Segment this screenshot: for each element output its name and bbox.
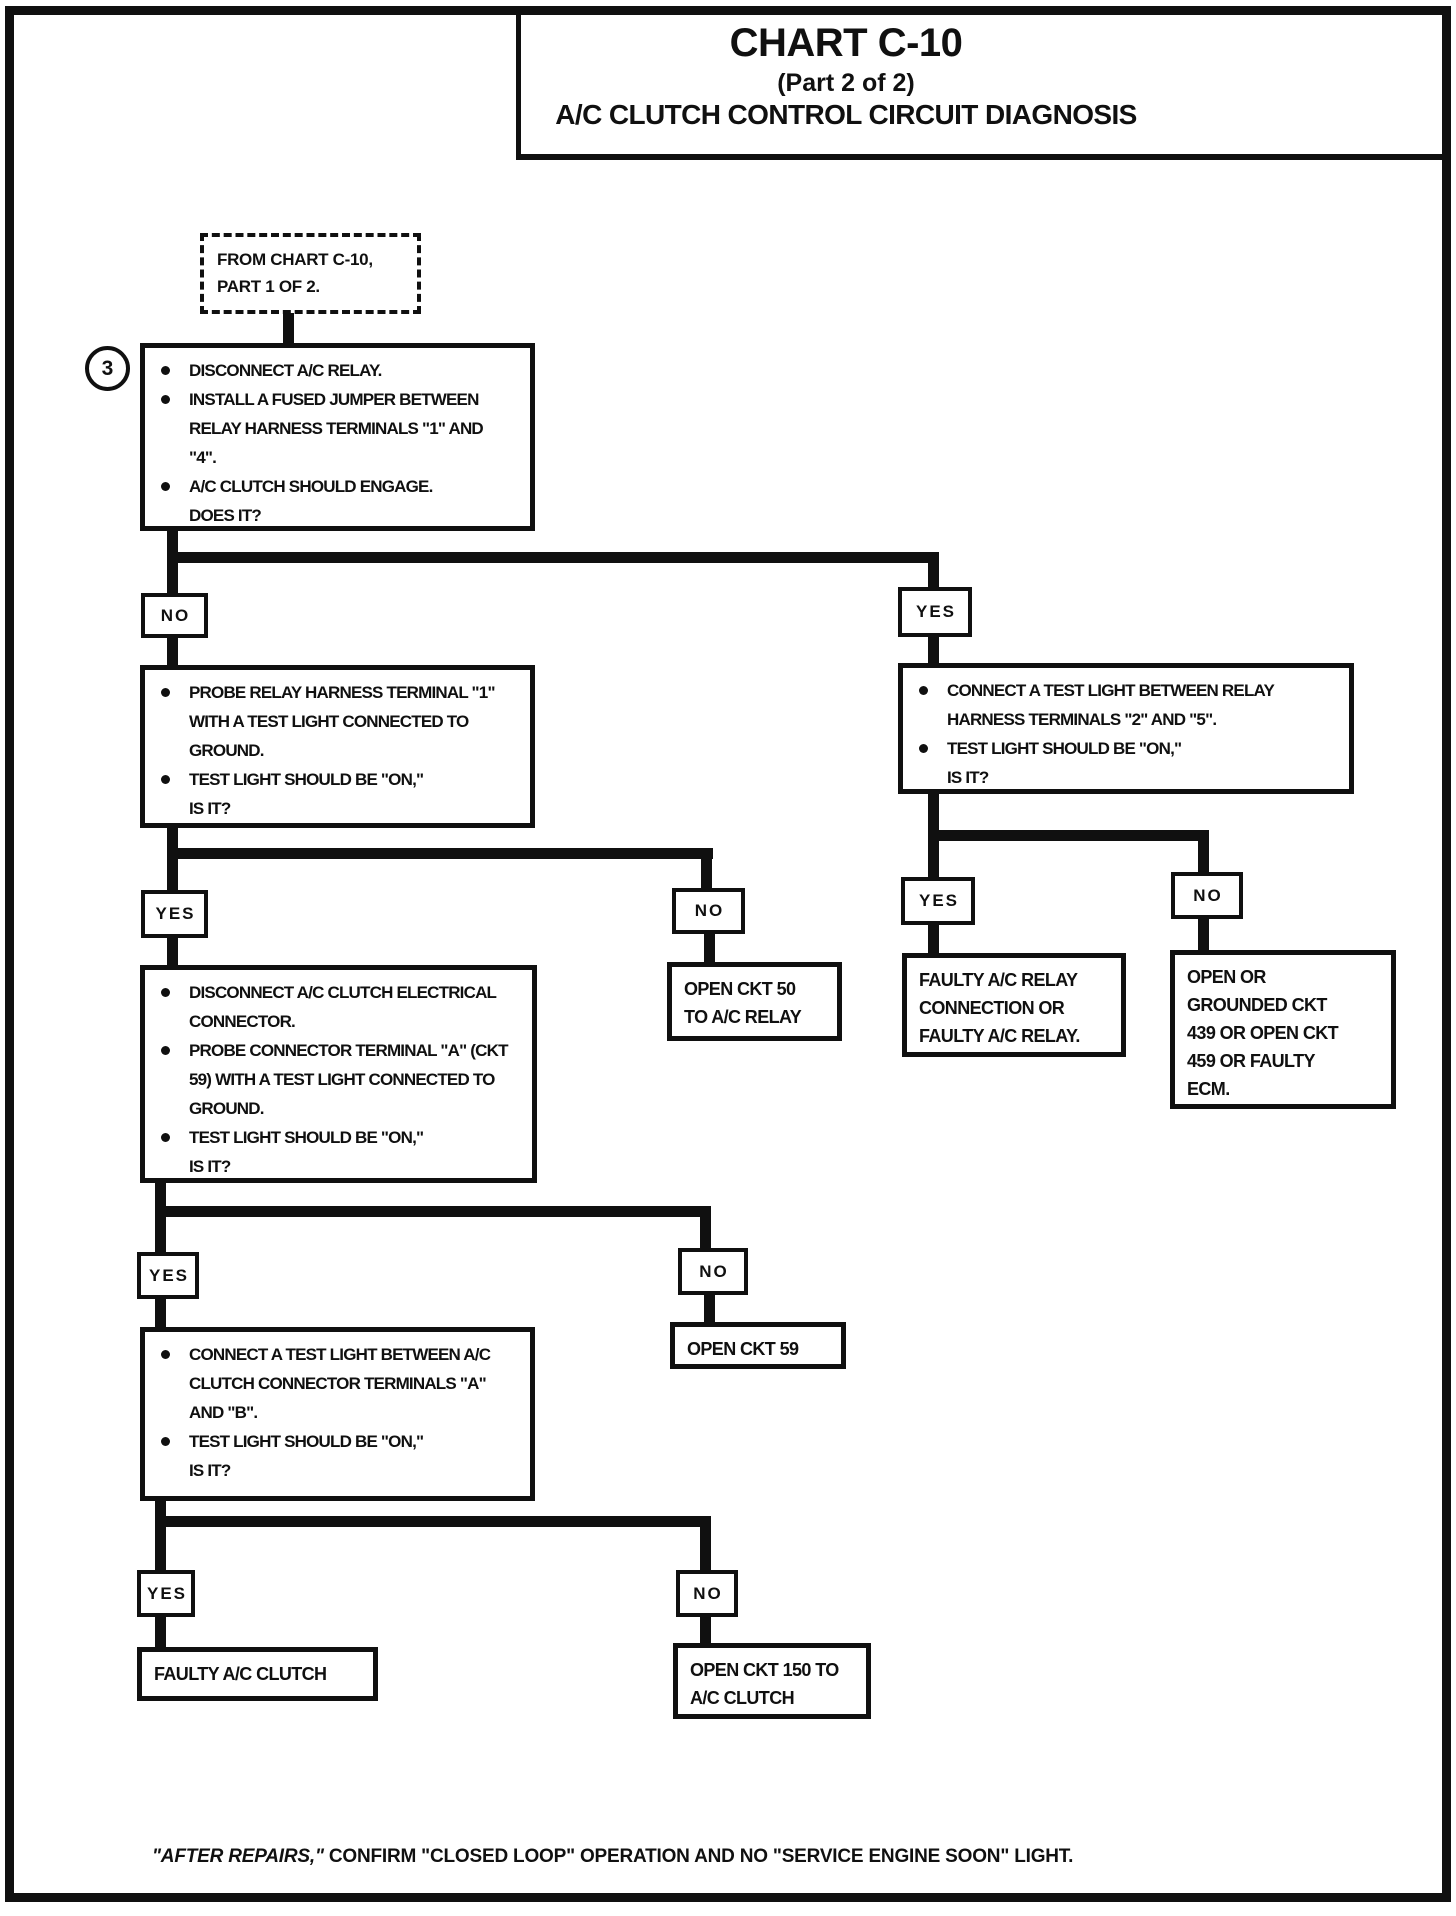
connector-line bbox=[928, 830, 1209, 841]
connector-line bbox=[283, 313, 294, 345]
bullet-icon bbox=[161, 688, 170, 697]
outcome-text: OPEN CKT 59 bbox=[687, 1339, 799, 1359]
bullet-item: A/C CLUTCH SHOULD ENGAGE. DOES IT? bbox=[145, 472, 530, 526]
connector-line bbox=[167, 552, 939, 563]
bullet-icon bbox=[161, 1046, 170, 1055]
branch-label-no-2: NO bbox=[672, 888, 745, 934]
title-block: CHART C-10 (Part 2 of 2) A/C CLUTCH CONT… bbox=[516, 6, 1451, 160]
bullet-text: PROBE RELAY HARNESS TERMINAL "1" WITH A … bbox=[189, 683, 496, 760]
connector-line bbox=[155, 1299, 166, 1328]
bullet-icon bbox=[161, 1133, 170, 1142]
branch-label-yes-1: YES bbox=[898, 587, 972, 637]
bullet-item: CONNECT A TEST LIGHT BETWEEN RELAY HARNE… bbox=[903, 676, 1349, 734]
bullet-text: TEST LIGHT SHOULD BE "ON," IS IT? bbox=[189, 1432, 424, 1480]
outcome-text: FAULTY A/C RELAY CONNECTION OR FAULTY A/… bbox=[919, 970, 1080, 1046]
outcome-text: OPEN CKT 150 TO A/C CLUTCH bbox=[690, 1660, 839, 1708]
bullet-item: DISCONNECT A/C RELAY. bbox=[145, 356, 530, 385]
connector-line bbox=[1198, 919, 1209, 951]
branch-label-yes-2: YES bbox=[141, 890, 208, 938]
connector-line bbox=[704, 1295, 715, 1323]
bullet-item: DISCONNECT A/C CLUTCH ELECTRICAL CONNECT… bbox=[145, 978, 532, 1036]
footer-note-italic: "AFTER REPAIRS," bbox=[152, 1846, 324, 1867]
connector-line bbox=[167, 638, 178, 667]
bullet-item: TEST LIGHT SHOULD BE "ON," IS IT? bbox=[145, 765, 530, 823]
bullet-icon bbox=[161, 988, 170, 997]
outcome-open-ckt-59: OPEN CKT 59 bbox=[670, 1322, 846, 1369]
connector-line bbox=[155, 1617, 166, 1648]
branch-label-no-5: NO bbox=[676, 1570, 738, 1617]
bullet-item: INSTALL A FUSED JUMPER BETWEEN RELAY HAR… bbox=[145, 385, 530, 472]
bullet-item: TEST LIGHT SHOULD BE "ON," IS IT? bbox=[903, 734, 1349, 789]
bullet-text: TEST LIGHT SHOULD BE "ON," IS IT? bbox=[189, 770, 424, 818]
branch-label-no-3: NO bbox=[1171, 872, 1243, 919]
outcome-text: OPEN OR GROUNDED CKT 439 OR OPEN CKT 459… bbox=[1187, 967, 1339, 1099]
bullet-icon bbox=[161, 366, 170, 375]
start-node-label: FROM CHART C-10, PART 1 OF 2. bbox=[217, 250, 373, 296]
connector-line bbox=[700, 1206, 711, 1249]
connector-line bbox=[155, 1516, 711, 1527]
outcome-open-ckt-150: OPEN CKT 150 TO A/C CLUTCH bbox=[673, 1643, 871, 1719]
bullet-icon bbox=[919, 686, 928, 695]
connector-line bbox=[701, 848, 712, 889]
outcome-text: OPEN CKT 50 TO A/C RELAY bbox=[684, 979, 802, 1027]
page-border bbox=[5, 6, 1451, 1902]
connector-line bbox=[1198, 830, 1209, 873]
bullet-icon bbox=[161, 1437, 170, 1446]
branch-label-yes-5: YES bbox=[137, 1570, 195, 1617]
connector-line bbox=[928, 925, 939, 954]
bullet-icon bbox=[161, 1350, 170, 1359]
bullet-text: DISCONNECT A/C CLUTCH ELECTRICAL CONNECT… bbox=[189, 983, 497, 1031]
bullet-item: PROBE CONNECTOR TERMINAL "A" (CKT 59) WI… bbox=[145, 1036, 532, 1123]
bullet-text: DISCONNECT A/C RELAY. bbox=[189, 361, 382, 380]
branch-label-no-4: NO bbox=[678, 1248, 748, 1295]
step-number-marker: 3 bbox=[85, 346, 130, 391]
connector-line bbox=[700, 1617, 711, 1644]
connector-line bbox=[704, 934, 715, 963]
footer-note: "AFTER REPAIRS," CONFIRM "CLOSED LOOP" O… bbox=[152, 1846, 1073, 1868]
connector-line bbox=[167, 827, 178, 891]
chart-part-label: (Part 2 of 2) bbox=[777, 69, 915, 97]
connector-line bbox=[928, 552, 939, 589]
footer-note-rest: CONFIRM "CLOSED LOOP" OPERATION AND NO "… bbox=[323, 1846, 1074, 1867]
bullet-text: A/C CLUTCH SHOULD ENGAGE. DOES IT? bbox=[189, 477, 433, 525]
outcome-open-grounded-ckt: OPEN OR GROUNDED CKT 439 OR OPEN CKT 459… bbox=[1170, 950, 1396, 1109]
connector-line bbox=[700, 1516, 711, 1571]
connector-line bbox=[928, 637, 939, 664]
branch-label-yes-3: YES bbox=[901, 877, 975, 925]
outcome-faulty-relay: FAULTY A/C RELAY CONNECTION OR FAULTY A/… bbox=[902, 953, 1126, 1057]
chart-title: CHART C-10 bbox=[729, 21, 963, 65]
bullet-text: INSTALL A FUSED JUMPER BETWEEN RELAY HAR… bbox=[189, 390, 484, 467]
bullet-text: TEST LIGHT SHOULD BE "ON," IS IT? bbox=[189, 1128, 424, 1176]
bullet-item: TEST LIGHT SHOULD BE "ON," IS IT? bbox=[145, 1123, 532, 1178]
decision-probe-connector-terminal-a: DISCONNECT A/C CLUTCH ELECTRICAL CONNECT… bbox=[140, 965, 537, 1183]
bullet-text: CONNECT A TEST LIGHT BETWEEN RELAY HARNE… bbox=[947, 681, 1275, 729]
outcome-faulty-clutch: FAULTY A/C CLUTCH bbox=[137, 1647, 378, 1701]
bullet-item: CONNECT A TEST LIGHT BETWEEN A/C CLUTCH … bbox=[145, 1340, 530, 1427]
bullet-icon bbox=[161, 395, 170, 404]
bullet-icon bbox=[919, 744, 928, 753]
decision-relay-test-light-2-5: CONNECT A TEST LIGHT BETWEEN RELAY HARNE… bbox=[898, 663, 1354, 794]
connector-line bbox=[167, 848, 713, 859]
bullet-text: TEST LIGHT SHOULD BE "ON," IS IT? bbox=[947, 739, 1182, 787]
decision-jumper-test: DISCONNECT A/C RELAY. INSTALL A FUSED JU… bbox=[140, 343, 535, 531]
decision-clutch-test-light-a-b: CONNECT A TEST LIGHT BETWEEN A/C CLUTCH … bbox=[140, 1327, 535, 1501]
decision-probe-relay-terminal-1: PROBE RELAY HARNESS TERMINAL "1" WITH A … bbox=[140, 665, 535, 828]
bullet-item: PROBE RELAY HARNESS TERMINAL "1" WITH A … bbox=[145, 678, 530, 765]
chart-subtitle: A/C CLUTCH CONTROL CIRCUIT DIAGNOSIS bbox=[555, 99, 1137, 130]
bullet-text: CONNECT A TEST LIGHT BETWEEN A/C CLUTCH … bbox=[189, 1345, 491, 1422]
outcome-text: FAULTY A/C CLUTCH bbox=[154, 1664, 327, 1684]
branch-label-no-1: NO bbox=[141, 593, 208, 638]
bullet-item: TEST LIGHT SHOULD BE "ON," IS IT? bbox=[145, 1427, 530, 1485]
connector-line bbox=[155, 1183, 166, 1253]
connector-line bbox=[167, 938, 178, 966]
branch-label-yes-4: YES bbox=[137, 1252, 199, 1299]
bullet-icon bbox=[161, 482, 170, 491]
connector-line bbox=[155, 1206, 711, 1217]
bullet-icon bbox=[161, 775, 170, 784]
bullet-text: PROBE CONNECTOR TERMINAL "A" (CKT 59) WI… bbox=[189, 1041, 509, 1118]
outcome-open-ckt-50: OPEN CKT 50 TO A/C RELAY bbox=[667, 962, 842, 1041]
start-node: FROM CHART C-10, PART 1 OF 2. bbox=[200, 233, 421, 314]
connector-line bbox=[155, 1500, 166, 1571]
